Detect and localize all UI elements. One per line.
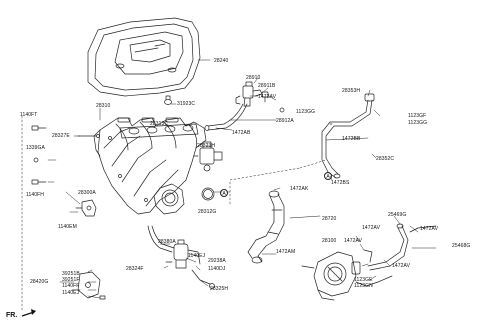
label-1123gg-a: 1123GG [296,109,316,115]
label-31923c: 31923C [177,101,196,107]
label-28380a: 28380A [158,239,176,245]
label-28300a: 28300A [78,190,96,196]
label-28325h: 28325H [210,286,229,292]
label-1472bb: 1472BB [342,136,361,142]
label-1140dj: 1140DJ [208,266,226,272]
label-28911b: 28911B [258,83,276,89]
engine-cover [87,17,201,105]
label-39251b: 39251B [62,271,80,277]
label-28910: 28910 [246,75,261,81]
label-1140em: 1140EM [58,224,77,230]
variable-intake-valve [193,141,223,172]
callout-leaders [47,59,437,299]
air-intake-hose [247,190,285,264]
label-28240: 28240 [214,58,229,64]
label-1123gn: 1123GN [354,283,373,289]
front-direction-arrow [21,309,36,317]
label-1123gg-b: 1123GG [408,120,428,126]
label-1140ff: 1140FF [62,283,80,289]
label-1472ab: 1472AB [232,130,251,136]
label-28353h: 28353H [342,88,361,94]
vacuum-hose-and-solenoid [147,225,215,289]
mounting-bolts [31,125,100,185]
label-1140ej-a: 1140EJ [188,253,206,259]
label-1123ge: 1123GE [354,277,373,283]
label-1472av-e: 1472AV [392,263,411,269]
label-25468g: 25468G [452,243,471,249]
small-vacuum-hose [204,103,285,131]
throttle-gasket-ring [201,187,215,201]
manifold-support-bracket [71,271,106,300]
label-1472av-a: 1472AV [258,94,277,100]
label-1472av-b: 1472AV [362,225,381,231]
intake-manifold [93,117,207,215]
reference-marker-a-left: A [220,189,228,197]
label-28323h: 28323H [197,143,216,149]
front-direction-label: FR. [6,312,18,319]
label-28310: 28310 [96,103,111,109]
label-1140ft: 1140FT [20,112,38,118]
label-39251f: 39251F [62,277,80,283]
label-28420g: 28420G [30,279,49,285]
label-28327e: 28327E [52,133,70,139]
label-28313c: 28313C [150,121,169,127]
manifold-gasket [119,123,199,139]
label-28912a: 28912A [276,118,294,124]
pcv-hose [321,93,375,179]
label-1339ga: 1339GA [26,145,45,151]
label-29238a: 29238A [208,258,226,264]
label-28352c: 28352C [376,156,395,162]
label-28312g: 28312G [198,209,217,215]
label-1472am: 1472AM [276,249,296,255]
label-28324f: 28324F [126,266,144,272]
label-1123gf: 1123GF [408,113,427,119]
label-1472av-c: 1472AV [420,226,439,232]
tps-bracket [75,199,97,217]
label-25469g: 25469G [388,212,407,218]
label-1140fh: 1140FH [26,192,45,198]
label-1140ej-b: 1140EJ [62,290,80,296]
throttle-body [301,251,367,301]
label-28720: 28720 [322,216,337,222]
label-28100: 28100 [322,238,337,244]
dashed-reference-lines [21,115,327,313]
coolant-hoses [363,223,437,287]
label-1472av-d: 1472AV [344,238,363,244]
reference-marker-a-right: A [324,172,332,180]
map-sensor [235,81,269,107]
label-1472ak: 1472AK [290,186,309,192]
label-1472bs: 1472BS [331,180,350,186]
